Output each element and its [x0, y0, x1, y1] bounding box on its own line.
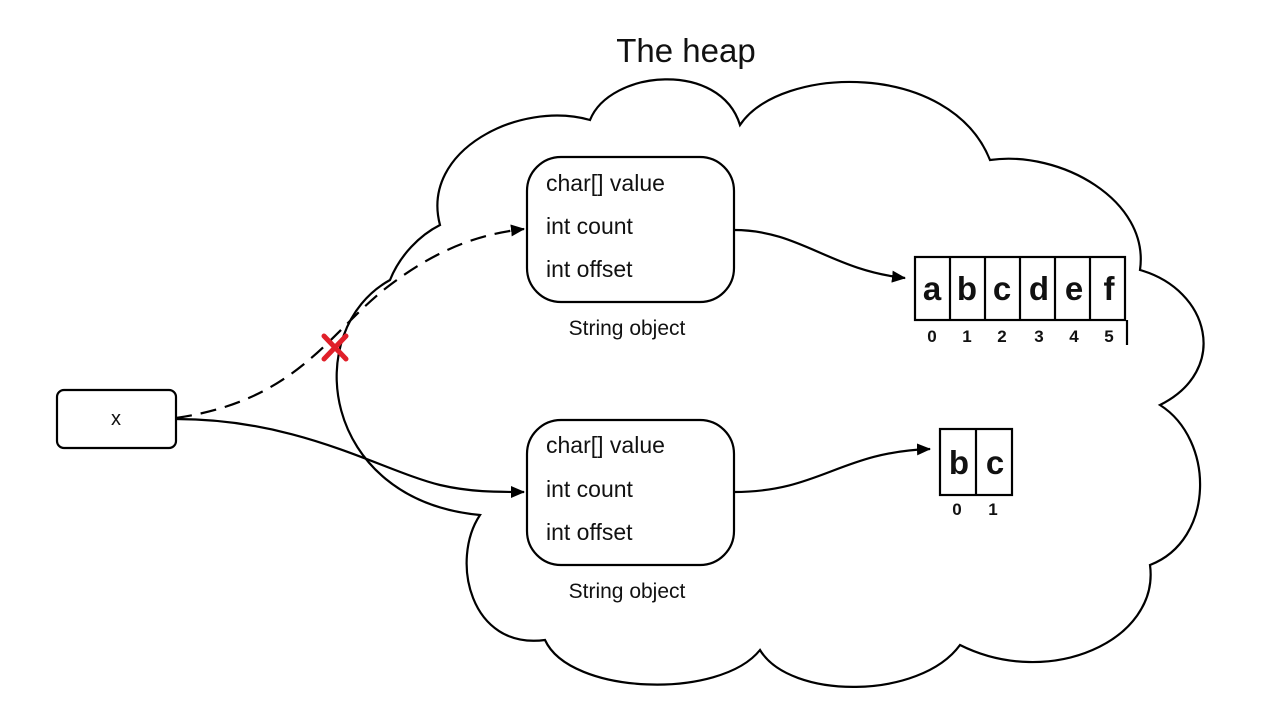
string-object-bottom: char[] value int count int offset String… — [525, 418, 736, 603]
array-index: 1 — [988, 500, 997, 519]
value-reference-arrow-bottom — [733, 443, 931, 494]
heap-cloud — [335, 78, 1205, 688]
field-int-offset: int offset — [546, 256, 633, 282]
old-reference-arrow — [175, 224, 525, 420]
array-cell: c — [986, 444, 1004, 481]
string-object-caption: String object — [569, 580, 686, 603]
field-int-count: int count — [546, 213, 634, 239]
array-index: 4 — [1069, 327, 1079, 346]
array-cell: e — [1065, 270, 1083, 307]
array-index: 0 — [927, 327, 936, 346]
field-char-value: char[] value — [546, 170, 665, 196]
removed-reference-x-icon — [321, 333, 349, 362]
string-object-caption: String object — [569, 317, 686, 340]
variable-label: x — [111, 408, 121, 430]
heap-title: The heap — [616, 32, 755, 69]
array-index: 1 — [962, 327, 971, 346]
string-object-top: char[] value int count int offset String… — [525, 155, 736, 340]
array-index: 3 — [1034, 327, 1043, 346]
array-cell: a — [923, 270, 942, 307]
field-int-offset: int offset — [546, 519, 633, 545]
array-index: 0 — [952, 500, 961, 519]
variable-box: x — [55, 388, 178, 450]
value-reference-arrow-top — [733, 228, 906, 283]
array-index: 2 — [997, 327, 1006, 346]
field-int-count: int count — [546, 476, 634, 502]
array-cell: d — [1029, 270, 1049, 307]
array-cell: c — [993, 270, 1011, 307]
char-array-bc: b c 0 1 — [938, 427, 1014, 519]
array-cell: b — [957, 270, 977, 307]
char-array-abcdef: a b c d e f 0 1 2 3 4 5 — [913, 255, 1129, 346]
array-index: 5 — [1104, 327, 1113, 346]
field-char-value: char[] value — [546, 432, 665, 458]
array-cell: f — [1104, 270, 1116, 307]
new-reference-arrow — [175, 417, 525, 498]
array-cell: b — [949, 444, 969, 481]
